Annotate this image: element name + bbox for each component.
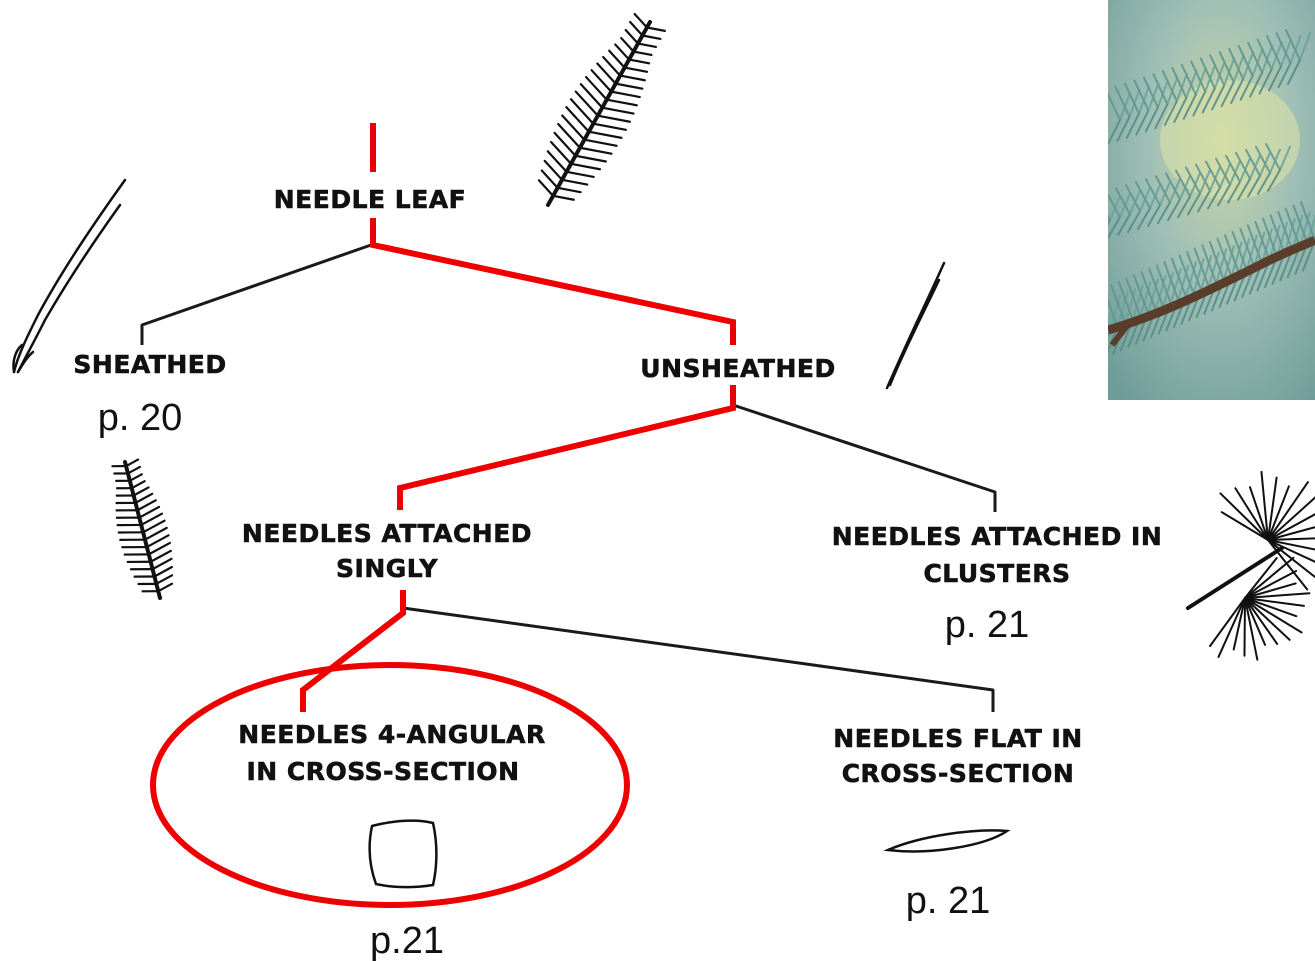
node-sheathed: SHEATHED <box>73 350 226 379</box>
node-clusters-line2: CLUSTERS <box>923 559 1070 588</box>
node-angular-line1: NEEDLES 4-ANGULAR <box>238 720 545 749</box>
tree-lines <box>140 243 997 712</box>
spruce-branch-icon <box>537 12 666 207</box>
node-unsheathed: UNSHEATHED <box>640 354 835 383</box>
spruce-photo <box>1108 0 1315 400</box>
highlight-ellipse <box>150 662 630 908</box>
node-flat-line1: NEEDLES FLAT IN <box>833 724 1082 753</box>
node-angular-line2: IN CROSS-SECTION <box>246 757 519 786</box>
highlighted-path <box>150 123 736 908</box>
sheathed-needle-icon <box>12 178 127 374</box>
clustered-needles-icon <box>1186 470 1315 661</box>
node-needle-leaf: NEEDLE LEAF <box>274 185 466 214</box>
angular-page-ref: p.21 <box>370 920 444 961</box>
node-flat-line2: CROSS-SECTION <box>842 759 1075 788</box>
square-cross-section-icon <box>368 819 438 889</box>
flat-cross-section-icon <box>883 829 1011 853</box>
node-singly-line1: NEEDLES ATTACHED <box>242 519 532 548</box>
single-needles-branch-icon <box>111 458 174 600</box>
clusters-page-ref: p. 21 <box>945 604 1030 646</box>
flat-page-ref: p. 21 <box>906 880 991 922</box>
unsheathed-needle-icon <box>885 261 946 390</box>
node-singly-line2: SINGLY <box>336 554 438 583</box>
sheathed-page-ref: p. 20 <box>98 397 183 439</box>
node-clusters-line1: NEEDLES ATTACHED IN <box>832 522 1163 551</box>
